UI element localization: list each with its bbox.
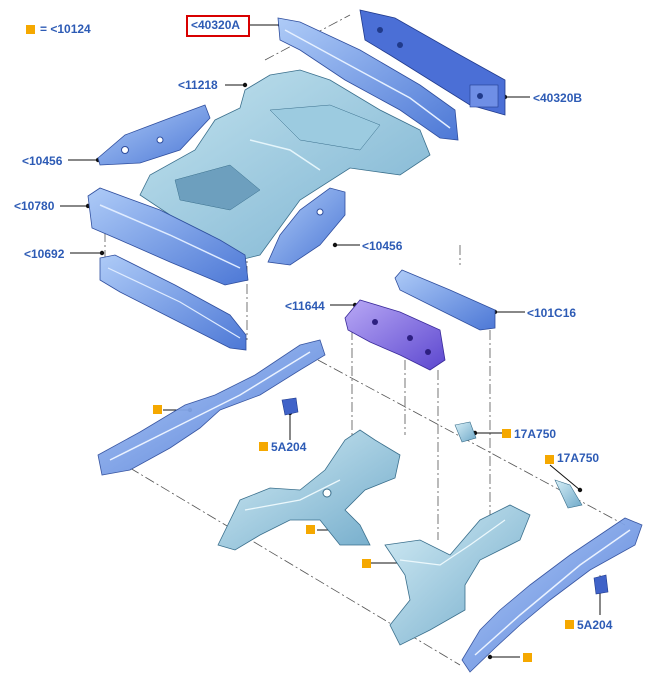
label-5A204-right[interactable]: 5A204 <box>577 618 613 632</box>
part-left-frame-rail-shape[interactable] <box>97 339 326 476</box>
part-11218-shape[interactable] <box>139 69 431 261</box>
part-40320A-shape[interactable] <box>277 17 459 141</box>
marker-17A750-center[interactable] <box>502 429 511 438</box>
legend-text: = <10124 <box>40 22 91 36</box>
part-10456-left-shape[interactable] <box>97 104 211 166</box>
part-10456-right-shape[interactable] <box>267 187 346 266</box>
label-10456-left[interactable]: <10456 <box>22 154 63 168</box>
part-40320B-shape[interactable] <box>359 9 506 116</box>
part-rear-frame-shape[interactable] <box>384 504 531 646</box>
marker-right-rail[interactable] <box>523 653 532 662</box>
label-11218[interactable]: <11218 <box>178 78 218 92</box>
marker-17A750-right[interactable] <box>545 455 554 464</box>
label-10780[interactable]: <10780 <box>14 199 55 213</box>
marker-center-frame[interactable] <box>306 525 315 534</box>
part-5A204-right-shape[interactable] <box>593 574 609 595</box>
marker-5A204-right[interactable] <box>565 620 574 629</box>
label-10692[interactable]: <10692 <box>24 247 65 261</box>
part-17A750-right-shape[interactable] <box>554 479 583 509</box>
part-10780-shape[interactable] <box>87 187 249 286</box>
label-40320A[interactable]: <40320A <box>191 18 241 32</box>
part-17A750-center-shape[interactable] <box>454 421 477 443</box>
label-40320B[interactable]: <40320B <box>533 91 583 105</box>
label-10456-right[interactable]: <10456 <box>362 239 403 253</box>
marker-left-rail[interactable] <box>153 405 162 414</box>
part-center-frame-shape[interactable] <box>217 429 401 551</box>
label-17A750-right[interactable]: 17A750 <box>557 451 600 465</box>
part-10692-shape[interactable] <box>99 254 247 351</box>
part-11644-shape[interactable] <box>344 299 446 371</box>
marker-5A204-left[interactable] <box>259 442 268 451</box>
label-11644[interactable]: <11644 <box>285 299 325 313</box>
part-101C16-shape[interactable] <box>394 269 496 331</box>
marker-rear-frame[interactable] <box>362 559 371 568</box>
legend-swatch <box>26 25 35 34</box>
selected-part-highlight <box>186 15 250 37</box>
label-101C16[interactable]: <101C16 <box>527 306 577 320</box>
label-17A750-center[interactable]: 17A750 <box>514 427 557 441</box>
part-right-frame-rail-shape[interactable] <box>461 517 643 673</box>
label-5A204-left[interactable]: 5A204 <box>271 440 307 454</box>
part-5A204-left-shape[interactable] <box>281 397 299 416</box>
